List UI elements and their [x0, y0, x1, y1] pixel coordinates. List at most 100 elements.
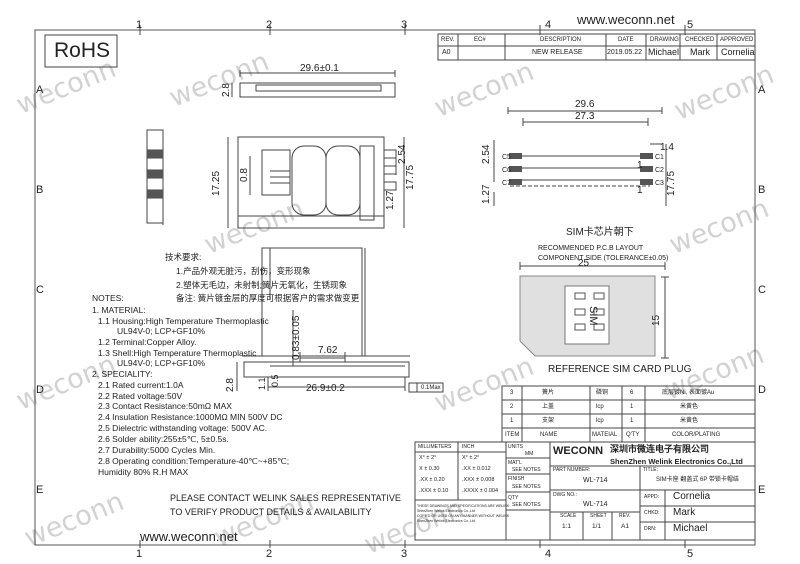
- note-line: 1.2 Terminal:Copper Alloy.: [98, 337, 197, 347]
- pcb-dim-1: 1: [637, 160, 643, 171]
- bom-header: ITEM: [505, 432, 520, 438]
- dim-pin-gap: 0.8: [239, 168, 250, 182]
- tol-cell: .XX ± 0.20: [419, 477, 445, 483]
- pcb-dim-296: 29.6: [575, 99, 595, 110]
- tol-cell: X° ± 2°: [419, 455, 437, 461]
- bom-cell: 簧片: [542, 390, 555, 396]
- tol-fine: ShenZhen Welink Electronics Co.,Ltd: [417, 509, 475, 513]
- note-line: 2. SPECIALITY:: [92, 369, 153, 379]
- grid-col-1: 1: [136, 19, 143, 31]
- grid-row-a: A: [758, 84, 766, 96]
- bom-header: NAME: [540, 432, 558, 438]
- tech-item: 2.塑体无毛边，未射制;簧片无氧化，生锈现象: [176, 280, 347, 290]
- mat-label: MAT'L: [508, 460, 522, 466]
- header-url[interactable]: www.weconn.net: [577, 12, 675, 27]
- qty-value: SEE NOTES: [512, 502, 541, 508]
- dim-side-11: 1.1: [257, 377, 267, 390]
- mat-value: SEE NOTES: [512, 467, 541, 473]
- rev-header: DRAWING: [650, 37, 679, 43]
- rev-cell: Cornelia: [721, 47, 755, 57]
- contact-line: PLEASE CONTACT WELINK SALES REPRESENTATI…: [170, 493, 401, 503]
- dim-top-width: 29.6±0.1: [300, 63, 339, 74]
- note-line: 2.4 Insulation Resistance:1000MΩ MIN 500…: [98, 412, 283, 422]
- grid-row-d: D: [758, 384, 766, 396]
- bom-cell: lcp: [596, 404, 604, 410]
- bom-cell: 3: [510, 390, 514, 396]
- tol-cell: .XX ± 0.012: [462, 466, 491, 472]
- dim-side-length: 26.9±0.2: [306, 383, 345, 394]
- appd-label: APPD:: [644, 494, 660, 500]
- sheet-value: 1/1: [592, 523, 602, 530]
- bom-cell: 磷铜: [596, 390, 609, 396]
- grid-row-e: E: [758, 484, 766, 496]
- bom-cell: 6: [630, 390, 634, 396]
- pcb-dim-273: 27.3: [575, 111, 595, 122]
- company-en: ShenZhen Welink Electronics Co.,Ltd: [610, 457, 743, 466]
- pcb-layout-line: COMPONENT SIDE (TOLERANCE±0.05): [538, 255, 669, 262]
- grid-row-d: D: [36, 384, 44, 396]
- grid-col-2: 2: [266, 19, 273, 31]
- note-line: 2.7 Durability:5000 Cycles Min.: [98, 445, 216, 455]
- grid-row-c: C: [758, 284, 766, 296]
- tol-cell: X ± 0.30: [419, 466, 440, 472]
- bom-cell: 上盖: [542, 404, 555, 410]
- part-label: PART NUMBER:: [553, 467, 591, 473]
- pad-label: C7: [502, 180, 511, 187]
- grid-col-3: 3: [401, 548, 408, 560]
- grid-col-5: 5: [687, 548, 694, 560]
- bom-cell: lcp: [596, 418, 604, 424]
- bom-cell: 米黄色: [680, 418, 699, 424]
- grid-col-3: 3: [401, 19, 408, 31]
- note-line: 2.2 Rated voltage:50V: [98, 391, 183, 401]
- rohs-label: RoHS: [54, 39, 111, 62]
- tech-title: 技术要求:: [165, 252, 202, 262]
- bom-header: COLOR/PLATING: [672, 432, 721, 438]
- note-line: 1. MATERIAL:: [92, 305, 146, 315]
- chkd-label: CHKD:: [644, 510, 660, 516]
- pcb-caption: SIM卡芯片朝下: [566, 227, 634, 238]
- tol-head: MILLIMETERS: [418, 444, 452, 450]
- note-line: 1.3 Shell:High Temperature Thermoplastic: [98, 348, 257, 358]
- grid-col-1: 1: [136, 548, 143, 560]
- grid-row-a: A: [36, 84, 44, 96]
- note-line: UL94V-0; LCP+GF10%: [117, 326, 206, 336]
- units-value: MM: [525, 451, 534, 457]
- bom-cell: 米黄色: [680, 404, 699, 410]
- pcb-dim-127: 1.27: [481, 184, 492, 204]
- pcb-dim-14: 1.4: [660, 142, 674, 153]
- note-line: 2.1 Rated current:1.0A: [98, 380, 184, 390]
- sim-caption: REFERENCE SIM CARD PLUG: [548, 364, 692, 375]
- dim-right-1775: 17.75: [405, 164, 416, 190]
- pcb-layout-line: RECOMMENDED P.C.B LAYOUT: [538, 245, 644, 252]
- grid-row-b: B: [36, 184, 44, 196]
- dim-side-05: 0.5: [270, 374, 280, 387]
- brand-name: WECONN: [553, 445, 604, 457]
- finish-label: FINISH: [508, 476, 525, 482]
- grid-row-c: C: [36, 284, 44, 296]
- contact-line: TO VERIFY PRODUCT DETAILS & AVAILABILITY: [170, 507, 372, 517]
- note-line: NOTES:: [92, 293, 124, 303]
- bom-header: MATEIAL: [592, 432, 618, 438]
- pcb-dim-254: 2.54: [481, 144, 492, 164]
- dwg-number: WL-714: [583, 501, 608, 508]
- tol-cell: X° ± 2°: [462, 455, 480, 461]
- sheet-label: SHEET: [590, 513, 607, 519]
- tol-cell: .XXXX ± 0.004: [462, 488, 499, 494]
- dim-right-254: 2.54: [397, 144, 408, 164]
- pad-label: C5: [502, 154, 511, 161]
- chkd-value: Mark: [673, 507, 696, 518]
- rev-header: CHECKED: [685, 37, 715, 43]
- dim-side-offset: 0.83±0.05: [291, 315, 302, 360]
- sim-dim-width: 25: [578, 258, 590, 269]
- dwg-label: DWG NO.:: [553, 492, 577, 498]
- footer-url[interactable]: www.weconn.net: [140, 529, 238, 544]
- tol-fine: COPIED OR USED ON ANY MANNER WITHOUT WEL…: [417, 514, 510, 518]
- tol-head: INCH: [462, 444, 475, 450]
- note-line: UL94V-0; LCP+GF10%: [117, 358, 206, 368]
- bom-cell: 支架: [542, 418, 555, 424]
- bom-cell: 2: [510, 404, 514, 410]
- rev-cell: 2019.05.22: [607, 49, 643, 56]
- drawing-title: SIM卡座 翻盖式 6P 带锁卡帽结: [656, 477, 739, 483]
- grid-col-5: 5: [687, 19, 694, 31]
